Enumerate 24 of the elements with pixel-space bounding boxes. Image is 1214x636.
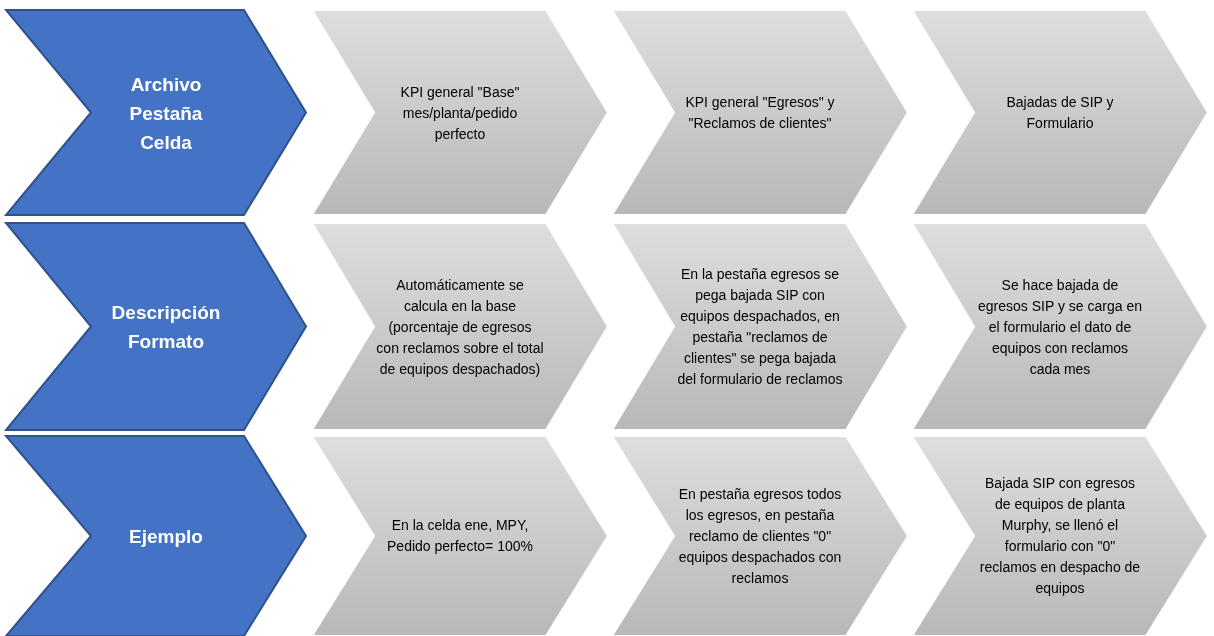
row-heading: Descripción Formato — [110, 300, 222, 354]
step-text: Bajadas de SIP y Formulario — [1005, 92, 1115, 133]
heading-panel — [6, 436, 306, 636]
step-text: KPI general "Egresos" y "Reclamos de clientes" — [684, 92, 836, 133]
process-step — [912, 223, 1208, 430]
step-text: KPI general "Base" mes/planta/pedido perfecto — [399, 82, 521, 144]
process-step — [612, 223, 908, 430]
heading-panel — [6, 223, 306, 430]
step-text: Se hace bajada de egresos SIP y se carga en el formulario el dato de equipos con reclamos cada mes — [977, 275, 1143, 378]
process-step — [612, 10, 908, 215]
step-text: En la celda ene, MPY, Pedido perfecto= 100% — [386, 516, 534, 556]
process-step — [312, 223, 608, 430]
process-step — [312, 436, 608, 636]
step-text: En la pestaña egresos se pega bajada SIP con equipos despachados, en pestaña "reclamos de clientes" se pega bajada del formulario de reclamos — [676, 264, 844, 389]
process-step — [312, 10, 608, 215]
step-text: En pestaña egresos todos los egresos, en pestaña reclamo de clientes "0" equipos despachados con reclamos — [677, 484, 843, 588]
process-step — [612, 436, 908, 636]
step-text: Bajada SIP con egresos de equipos de planta Murphy, se llenó el formulario con "0" reclamos en despacho de equipos — [978, 474, 1142, 598]
row-heading: Ejemplo — [128, 524, 204, 549]
heading-panel — [6, 10, 306, 215]
step-text: Automáticamente se calcula en la base (porcentaje de egresos con reclamos sobre el total de equipos despachados) — [376, 275, 544, 379]
row-heading: Archivo Pestaña Celda — [128, 72, 204, 154]
process-step — [912, 436, 1208, 636]
process-step — [912, 10, 1208, 215]
